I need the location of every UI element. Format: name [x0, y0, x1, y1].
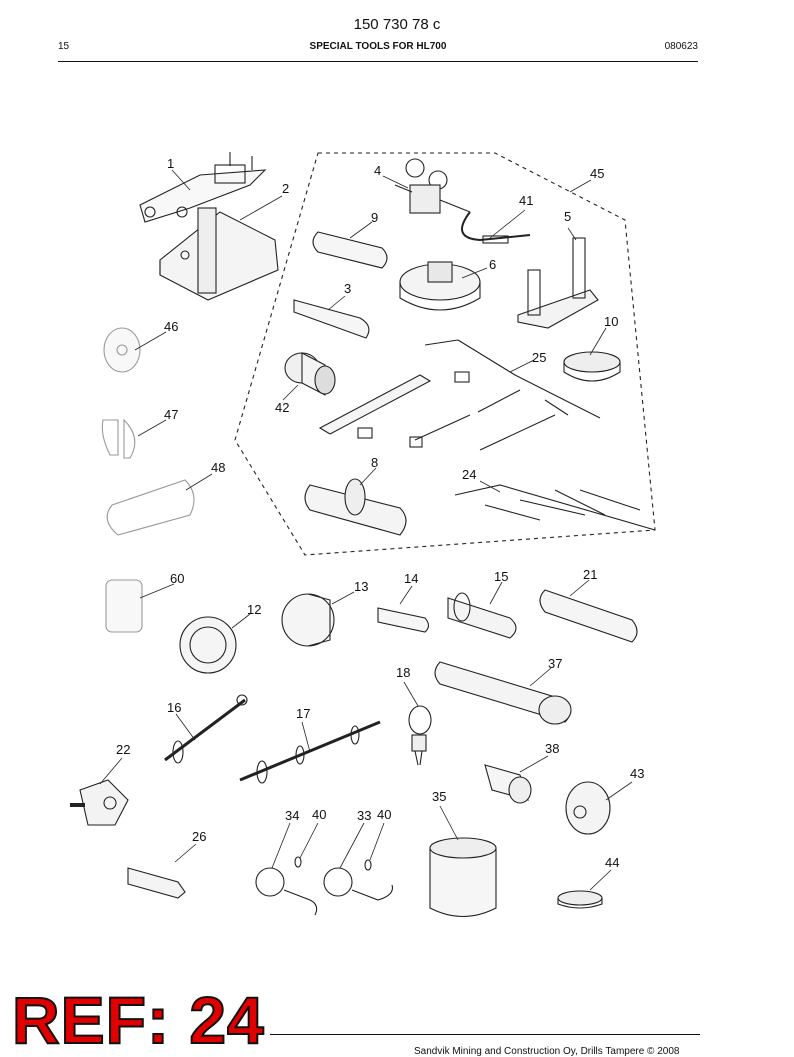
pick-set-24	[454, 484, 656, 531]
disc-44	[557, 890, 603, 909]
label-15: 15	[494, 569, 509, 584]
footer-rule	[270, 1034, 700, 1035]
label-24: 24	[462, 467, 477, 482]
disc-10	[563, 351, 621, 382]
label-46: 46	[164, 319, 179, 334]
label-8: 8	[371, 455, 379, 470]
label-13: 13	[354, 579, 369, 594]
label-22: 22	[116, 742, 131, 757]
label-40-a: 40	[312, 807, 327, 822]
label-43: 43	[630, 766, 645, 781]
label-44: 44	[605, 855, 620, 870]
gauge-34	[255, 856, 318, 916]
label-5: 5	[564, 209, 572, 224]
label-1: 1	[167, 156, 175, 171]
label-37: 37	[548, 656, 563, 671]
nut-43	[565, 781, 611, 835]
rod-17	[239, 720, 381, 784]
header-rule	[58, 61, 698, 62]
label-45: 45	[590, 166, 605, 181]
label-48: 48	[211, 460, 226, 475]
page-title: SPECIAL TOOLS FOR HL700	[309, 41, 447, 52]
label-60: 60	[170, 571, 185, 586]
label-4: 4	[374, 163, 382, 178]
label-10: 10	[604, 314, 619, 329]
plate-6	[399, 261, 481, 311]
label-33: 33	[357, 808, 372, 823]
half-rings-47	[101, 418, 136, 459]
pressure-regulator-4	[394, 158, 531, 244]
document-date: 080623	[664, 41, 698, 52]
rod-16	[164, 694, 248, 764]
label-3: 3	[344, 281, 352, 296]
label-47: 47	[164, 407, 179, 422]
block-60	[105, 579, 143, 633]
block-22	[70, 779, 129, 826]
label-6: 6	[489, 257, 497, 272]
label-34: 34	[285, 808, 300, 823]
puller-5	[517, 237, 599, 329]
tool-stand-1-2	[139, 152, 279, 301]
bar-9	[312, 231, 388, 269]
label-42: 42	[275, 400, 290, 415]
gauge-33	[323, 859, 393, 901]
label-41: 41	[519, 193, 534, 208]
label-9: 9	[371, 210, 379, 225]
plug-13	[281, 593, 335, 647]
label-17: 17	[296, 706, 311, 721]
washer-46	[103, 327, 141, 373]
ring-12	[179, 616, 237, 674]
cylinder-35	[429, 837, 497, 917]
leader-lines	[99, 169, 633, 891]
label-12: 12	[247, 602, 262, 617]
ref-stamp: REF: 24	[11, 983, 265, 1057]
label-14: 14	[404, 571, 419, 586]
page-number: 15	[58, 41, 70, 52]
bar-21	[539, 589, 638, 643]
label-25: 25	[532, 350, 547, 365]
label-38: 38	[545, 741, 560, 756]
sleeve-42	[284, 352, 336, 396]
pin-15	[447, 592, 517, 639]
eye-bolt-18	[408, 705, 432, 766]
sleeve-38	[484, 764, 532, 804]
footer-copyright: Sandvik Mining and Construction Oy, Dril…	[414, 1046, 680, 1057]
header-row: 15 SPECIAL TOOLS FOR HL700 080623	[58, 41, 698, 55]
label-16: 16	[167, 700, 182, 715]
tube-37	[434, 661, 572, 725]
hex-bar-26	[127, 867, 186, 899]
label-2: 2	[282, 181, 290, 196]
pipe-48	[106, 479, 195, 536]
label-18: 18	[396, 665, 411, 680]
label-35: 35	[432, 789, 447, 804]
pin-14	[377, 607, 430, 633]
wrench-set-25	[318, 339, 601, 451]
document-number: 150 730 78 c	[353, 16, 441, 33]
shaft-8	[304, 478, 407, 536]
label-26: 26	[192, 829, 207, 844]
label-40-b: 40	[377, 807, 392, 822]
bar-3	[293, 299, 370, 339]
label-21: 21	[583, 567, 598, 582]
